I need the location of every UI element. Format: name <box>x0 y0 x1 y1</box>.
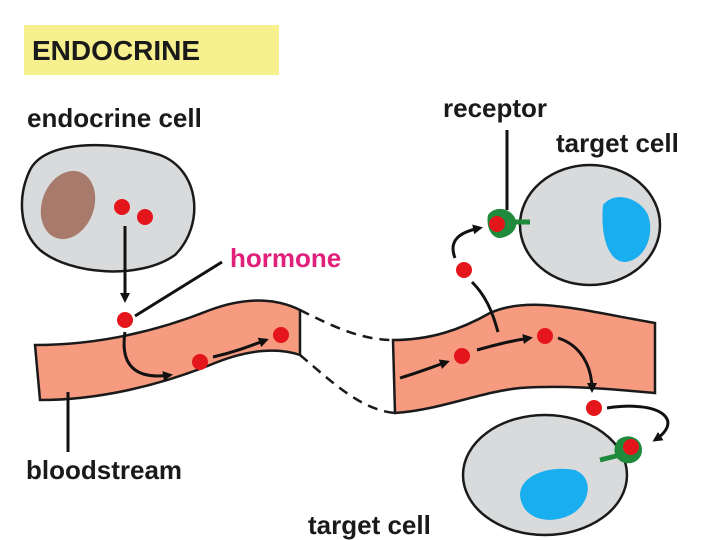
hormone-dot <box>117 312 133 328</box>
target-cell-bottom-label: target cell <box>308 510 431 540</box>
arrow-up-from-stream <box>470 280 500 333</box>
hormone-dot <box>192 354 208 370</box>
arrow-into-stream <box>122 331 173 381</box>
hormone-pointer <box>134 260 223 318</box>
target-nucleus-top <box>602 197 651 262</box>
hormone-dot <box>137 209 153 225</box>
receptor-label: receptor <box>443 93 548 123</box>
hormone-dot <box>586 400 602 416</box>
bloodstream-right <box>391 303 657 415</box>
hormone-dot <box>456 262 472 278</box>
bloodstream-label: bloodstream <box>26 455 183 485</box>
title-box <box>24 25 279 75</box>
target-cell-top-label: target cell <box>556 128 679 158</box>
bloodstream-gap-top <box>299 308 394 342</box>
arrow-flow-2 <box>399 359 450 380</box>
hormone-dot <box>623 439 639 455</box>
endocrine-cell-label: endocrine cell <box>27 103 202 133</box>
hormone-dot <box>273 327 289 343</box>
hormone-dot <box>114 199 130 215</box>
arrow-flow-3 <box>476 334 533 352</box>
arrow-flow-1 <box>212 337 269 359</box>
bloodstream-gap-bottom <box>299 354 396 415</box>
hormone-dot <box>454 348 470 364</box>
hormone-label: hormone <box>230 243 342 273</box>
bloodstream-left <box>33 299 302 402</box>
endocrine-nucleus <box>40 170 96 240</box>
page-title: ENDOCRINE <box>32 35 201 66</box>
arrow-to-receptor-bottom <box>606 404 670 442</box>
hormone-dot <box>537 328 553 344</box>
arrow-down-out <box>557 336 597 393</box>
hormone-dot <box>489 216 505 232</box>
target-nucleus-bottom <box>520 468 588 520</box>
arrow-to-receptor-top <box>451 224 483 259</box>
